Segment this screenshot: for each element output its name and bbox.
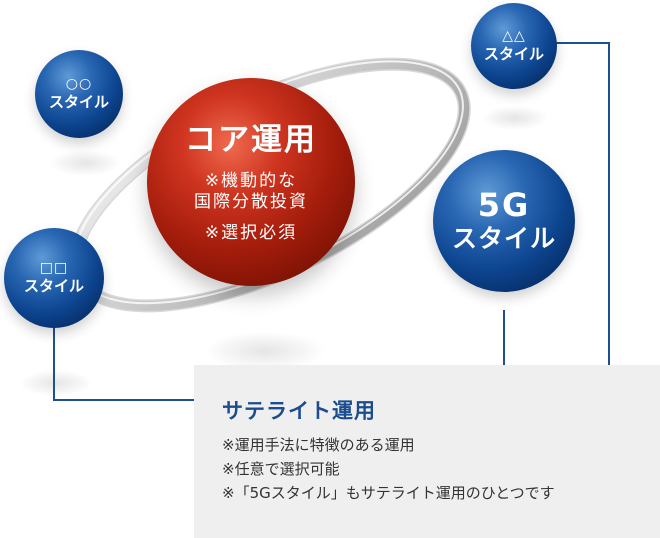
satellite-note-3: ※「5Gスタイル」もサテライト運用のひとつです <box>222 484 555 502</box>
satellite-panel: サテライト運用 ※運用手法に特徴のある運用 ※任意で選択可能 ※「5Gスタイル」… <box>194 365 660 538</box>
5g-style-ball: 5G スタイル <box>433 150 575 292</box>
connector-5g-vertical <box>503 310 505 366</box>
core-note-1: ※機動的な <box>204 170 298 191</box>
satellite-note-2: ※任意で選択可能 <box>222 460 340 478</box>
triangle-style-ball: △△ スタイル <box>471 3 557 89</box>
shadow-square-style <box>20 370 92 396</box>
5g-style-label: スタイル <box>451 224 556 253</box>
core-note-3: ※選択必須 <box>204 222 298 243</box>
triangle-style-symbol: △△ <box>502 28 526 44</box>
shadow-triangle-style <box>482 106 548 130</box>
square-style-label: スタイル <box>23 277 84 295</box>
shadow-core <box>205 332 325 370</box>
satellite-panel-notes: ※運用手法に特徴のある運用 ※任意で選択可能 ※「5Gスタイル」もサテライト運用… <box>222 433 555 505</box>
connector-square-vertical <box>53 326 55 401</box>
circle-style-ball: ○○ スタイル <box>35 50 123 138</box>
connector-triangle-vertical <box>608 42 610 366</box>
satellite-panel-heading: サテライト運用 <box>222 399 376 423</box>
connector-square-horizontal <box>53 399 195 401</box>
square-style-symbol: □□ <box>39 260 69 276</box>
satellite-note-1: ※運用手法に特徴のある運用 <box>222 436 415 454</box>
triangle-style-label: スタイル <box>483 45 544 63</box>
core-title: コア運用 <box>185 121 317 158</box>
core-note-2: 国際分散投資 <box>194 191 308 212</box>
circle-style-label: スタイル <box>48 93 109 111</box>
square-style-ball: □□ スタイル <box>4 228 104 328</box>
circle-style-symbol: ○○ <box>65 76 93 92</box>
core-ball: コア運用 ※機動的な 国際分散投資 ※選択必須 <box>147 78 355 286</box>
connector-triangle-horizontal <box>548 42 610 44</box>
5g-style-number: 5G <box>477 186 531 224</box>
shadow-circle-style <box>50 150 120 176</box>
